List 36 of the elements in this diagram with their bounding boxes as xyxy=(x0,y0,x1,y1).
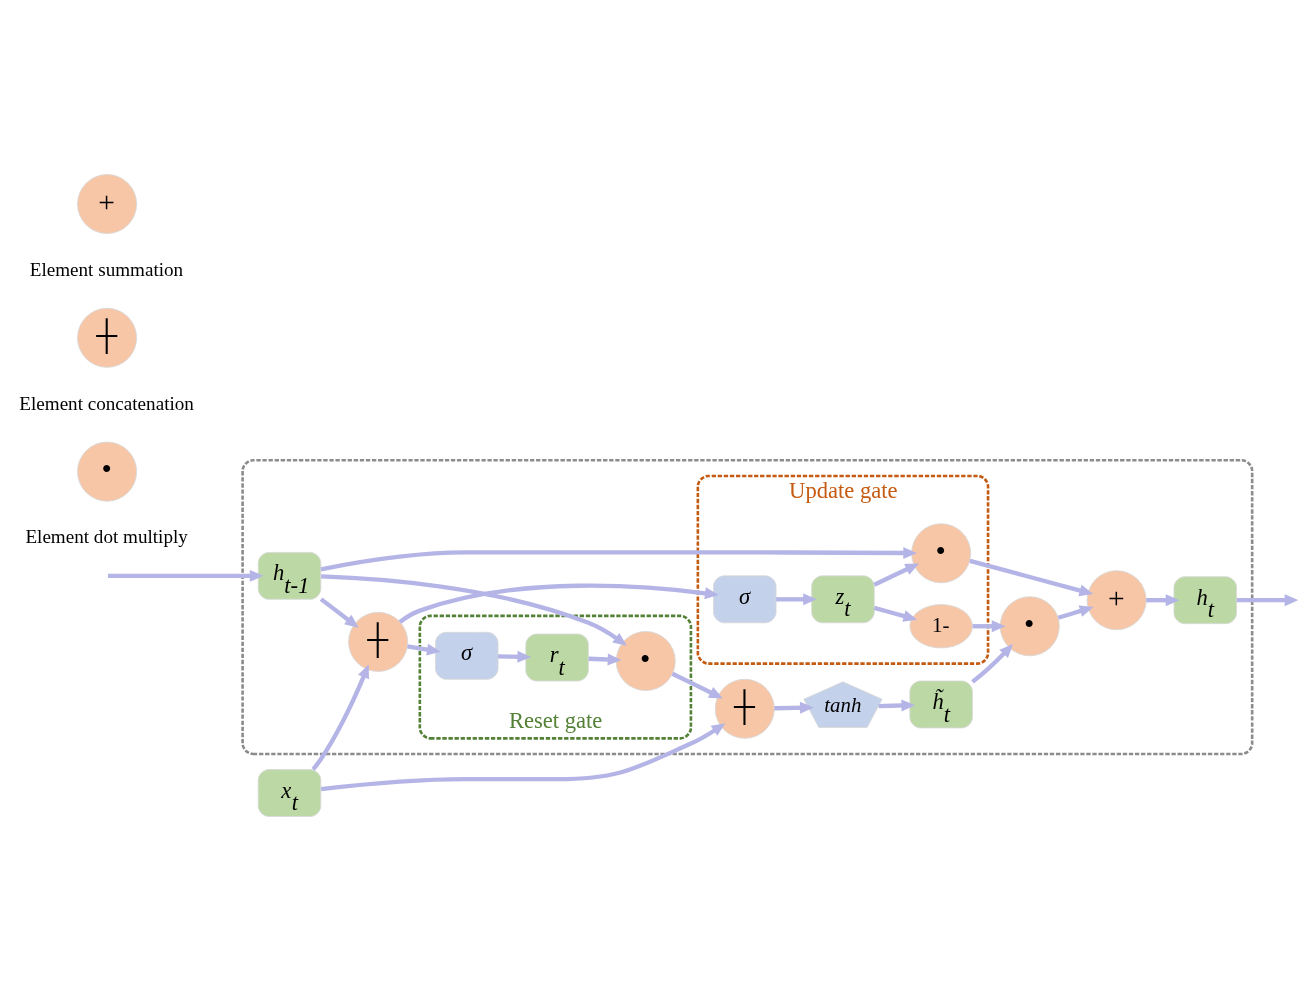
arrow xyxy=(588,653,622,665)
node-box: σ xyxy=(713,574,777,623)
arrow xyxy=(971,643,1014,684)
arrow xyxy=(108,569,264,582)
arrow xyxy=(873,605,918,622)
node-label: Element dot multiply xyxy=(25,525,188,547)
arrow xyxy=(878,699,916,711)
node-circle: • xyxy=(911,522,972,583)
arrow xyxy=(776,592,817,605)
node-circle: • xyxy=(77,441,138,502)
node-circle: ┼ xyxy=(77,307,138,368)
node-circle: ┼ xyxy=(348,611,409,672)
cluster xyxy=(241,458,1254,755)
node-circle: + xyxy=(1086,569,1147,630)
node-circle: + xyxy=(77,173,138,234)
node-label: Element summation xyxy=(29,258,184,280)
arrow xyxy=(873,562,920,587)
node-circle: • xyxy=(615,630,676,691)
arrow xyxy=(1236,593,1298,606)
arrow xyxy=(1057,604,1094,620)
arrow xyxy=(319,596,359,628)
arrow xyxy=(321,573,627,646)
arrow xyxy=(774,701,814,714)
arrow xyxy=(1146,593,1180,606)
arrow xyxy=(311,663,369,771)
arrow xyxy=(972,619,1006,632)
arrow xyxy=(407,643,441,655)
arrow xyxy=(320,546,917,571)
node-circle: ┼ xyxy=(714,678,775,739)
arrow xyxy=(498,650,532,663)
node-ellipse: 1- xyxy=(909,603,973,648)
arrow xyxy=(969,558,1094,596)
arrow xyxy=(320,722,726,791)
node-label: Element concatenation xyxy=(19,392,194,414)
arrow xyxy=(398,583,719,624)
node-box: σ xyxy=(435,631,499,680)
